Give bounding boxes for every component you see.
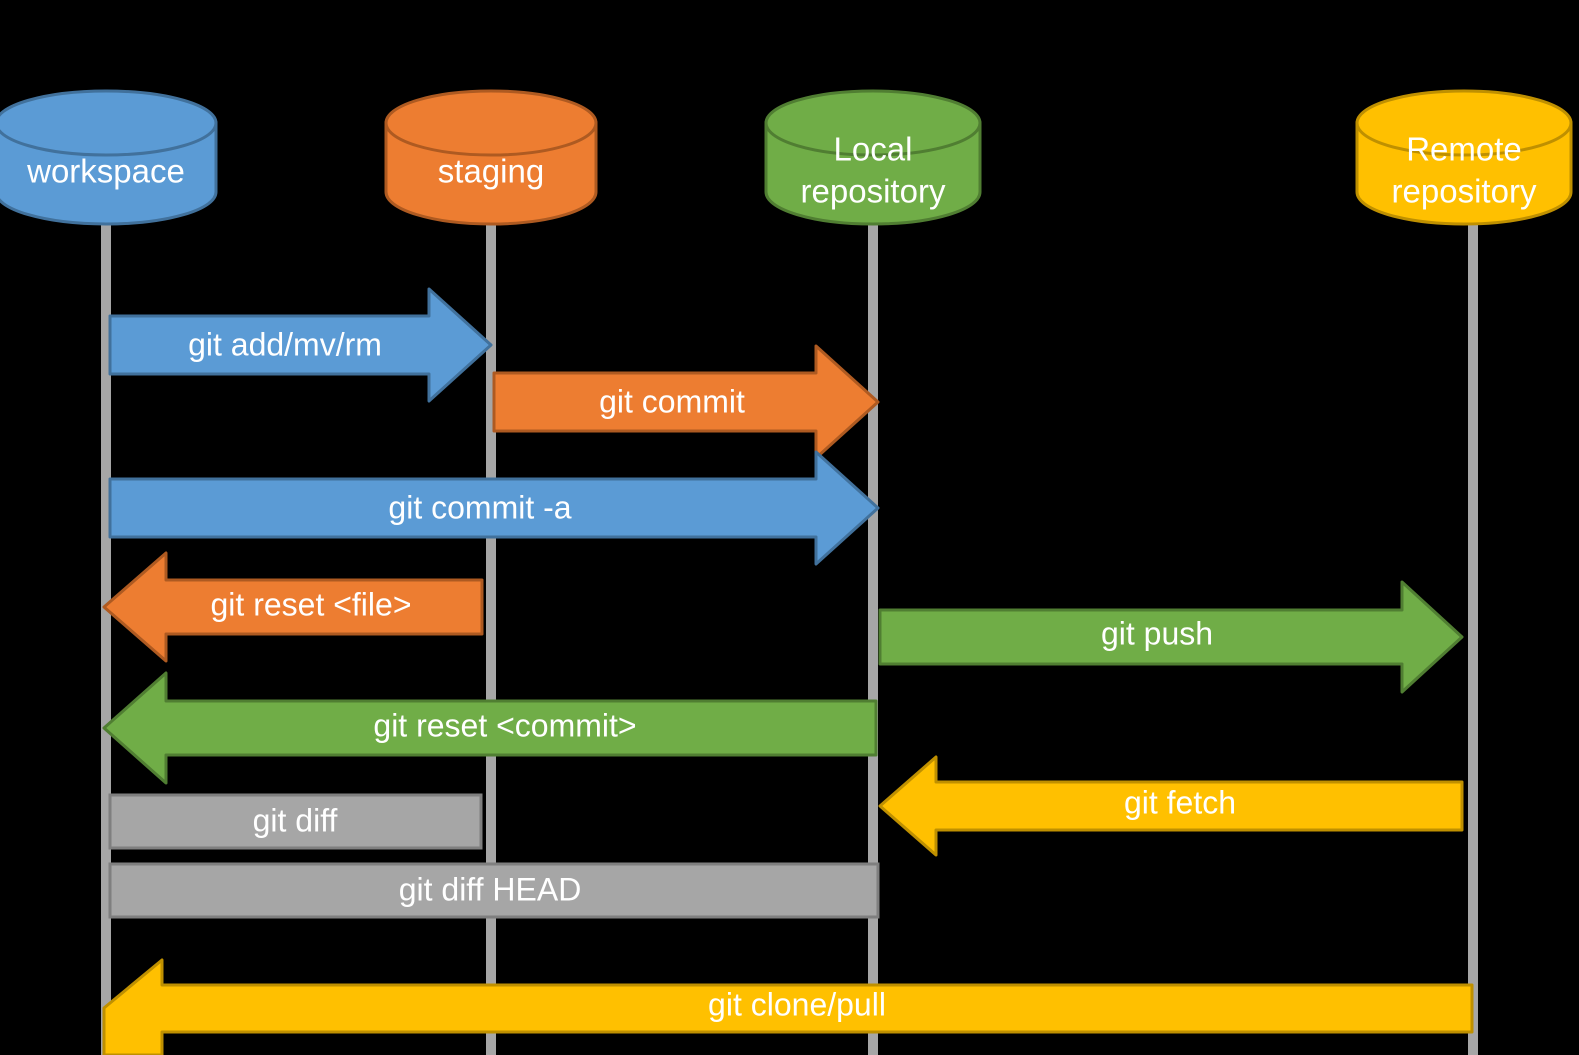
arrow-git-clone-pull[interactable]: git clone/pull [102,958,1474,1055]
bar-git-diff-shape [108,793,483,850]
arrow-git-push[interactable]: git push [878,580,1464,694]
arrow-git-commit-a-shape [108,450,880,566]
node-workspace-top [0,89,218,157]
node-remote-repository-top [1355,89,1573,157]
arrow-git-commit-label: git commit [599,383,745,419]
node-local-repository-top [764,89,982,157]
arrow-git-reset-commit-label: git reset <commit> [373,707,636,743]
arrow-git-push-shape [878,580,1464,694]
node-staging-label: staging [438,153,544,190]
arrow-git-add-label: git add/mv/rm [188,326,382,362]
lifeline-remote-repository [1468,218,1478,1055]
arrow-git-fetch-label: git fetch [1124,784,1236,820]
arrow-git-fetch[interactable]: git fetch [878,755,1464,857]
arrow-git-reset-commit-shape [102,671,878,785]
arrow-git-add[interactable]: git add/mv/rm [108,287,493,403]
node-remote-repository-label-line2: repository [1392,173,1537,210]
arrow-git-push-label: git push [1101,615,1213,651]
node-remote-repository[interactable]: Remote repository [1355,89,1573,226]
node-workspace-label: workspace [26,153,185,190]
node-staging[interactable]: staging [384,89,598,226]
lifelines [101,218,1478,1055]
node-local-repository-label-line2: repository [801,173,946,210]
lifeline-local-repository [868,218,878,1055]
arrow-git-clone-pull-label: git clone/pull [708,986,886,1022]
node-workspace[interactable]: workspace [0,89,218,226]
node-local-repository[interactable]: Local repository [764,89,982,226]
arrow-git-commit[interactable]: git commit [492,344,880,460]
arrow-git-reset-commit[interactable]: git reset <commit> [102,671,878,785]
bar-git-diff-head-shape [108,862,880,919]
arrow-git-commit-shape [492,344,880,460]
node-local-repository-label-line1: Local [834,131,913,168]
bar-git-diff-head[interactable]: git diff HEAD [108,862,880,919]
arrow-git-add-shape [108,287,493,403]
arrow-git-commit-a[interactable]: git commit -a [108,450,880,566]
bar-git-diff[interactable]: git diff [108,793,483,850]
arrow-git-reset-file-label: git reset <file> [211,586,412,622]
arrow-git-reset-file-shape [102,551,484,663]
arrow-git-clone-pull-shape [102,958,1474,1055]
node-staging-top [384,89,598,157]
arrow-git-commit-a-label: git commit -a [388,489,571,525]
lifeline-workspace [101,218,111,1055]
bar-git-diff-head-label: git diff HEAD [399,871,582,907]
node-remote-repository-label-line1: Remote [1406,131,1522,168]
bar-git-diff-label: git diff [253,802,338,838]
lifeline-staging [486,218,496,1055]
arrow-git-reset-file[interactable]: git reset <file> [102,551,484,663]
arrow-git-fetch-shape [878,755,1464,857]
